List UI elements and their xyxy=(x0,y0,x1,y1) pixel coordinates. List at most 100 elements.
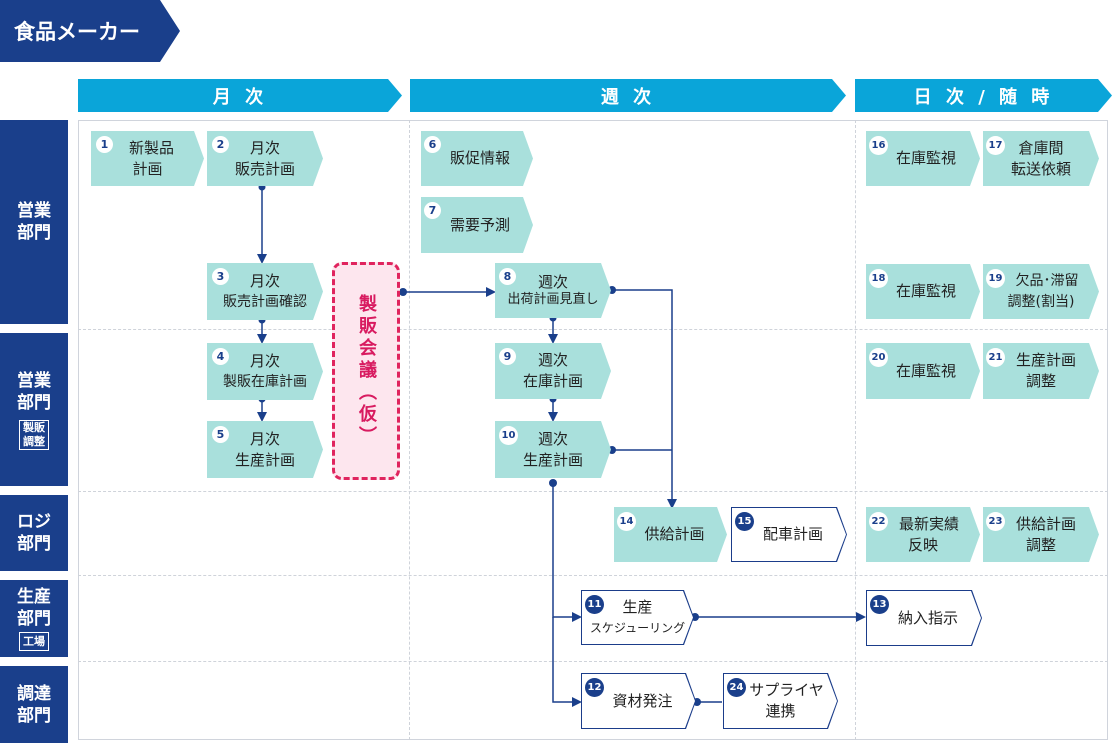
step-number-14: 14 xyxy=(617,512,636,531)
process-10-line1: 週次 xyxy=(537,429,568,448)
process-16-inventory-monitoring[interactable]: 16 在庫監視 xyxy=(866,131,980,186)
process-22-latest-actuals[interactable]: 22 最新実績 反映 xyxy=(866,507,980,562)
dept-sales2-tag2: 調整 xyxy=(23,434,45,448)
phase-daily-label: 日 次 / 随 時 xyxy=(913,86,1054,108)
process-13-delivery-instruction[interactable]: 13 納入指示 xyxy=(866,590,982,646)
dept-prod-line1: 生産 xyxy=(17,587,51,607)
step-number-1: 1 xyxy=(96,136,113,153)
process-14-supply-plan[interactable]: 14 供給計画 xyxy=(614,507,727,562)
dept-sales2-line1: 営業 xyxy=(17,370,51,391)
step-number-23: 23 xyxy=(986,512,1005,531)
process-2-line2: 販売計画 xyxy=(234,159,295,178)
step-number-8: 8 xyxy=(499,268,516,285)
process-23-supply-plan-adjustment[interactable]: 23 供給計画 調整 xyxy=(983,507,1099,562)
process-11-line2: スケジューリング xyxy=(589,620,686,635)
process-5-line1: 月次 xyxy=(249,429,280,448)
step-number-7: 7 xyxy=(424,202,441,219)
step-number-21: 21 xyxy=(986,348,1005,367)
process-8-line2: 出荷計画見直し xyxy=(507,291,599,307)
step-number-12: 12 xyxy=(585,678,604,697)
process-14-line1: 供給計画 xyxy=(644,525,705,543)
process-17-line1: 倉庫間 xyxy=(1018,138,1064,157)
process-2-monthly-sales-plan[interactable]: 2 月次 販売計画 xyxy=(207,131,323,186)
dept-proc-line1: 調達 xyxy=(17,683,51,704)
company-banner: 食品メーカー xyxy=(0,0,180,62)
process-4-line2: 製販在庫計画 xyxy=(223,373,307,390)
phase-daily: 日 次 / 随 時 xyxy=(855,79,1112,112)
dept-prod-line2: 部門 xyxy=(17,609,51,629)
process-18-inventory-monitoring[interactable]: 18 在庫監視 xyxy=(866,264,980,319)
dept-sales-line2: 部門 xyxy=(17,223,51,243)
process-15-dispatch-plan[interactable]: 15 配車計画 xyxy=(731,507,847,562)
process-21-line1: 生産計画 xyxy=(1015,351,1076,369)
step-number-15: 15 xyxy=(735,512,754,531)
step-number-16: 16 xyxy=(869,136,888,155)
process-12-material-order[interactable]: 12 資材発注 xyxy=(581,673,696,729)
process-7-demand-forecast[interactable]: 7 需要予測 xyxy=(421,197,533,253)
process-7-line1: 需要予測 xyxy=(449,215,510,234)
phase-weekly-label: 週 次 xyxy=(600,86,656,108)
grid-row-divider-3 xyxy=(78,575,1108,576)
process-15-inner: 15 配車計画 xyxy=(732,508,846,561)
step-number-17: 17 xyxy=(986,136,1005,155)
process-11-line1: 生産 xyxy=(622,597,653,616)
step-number-22: 22 xyxy=(869,512,888,531)
process-1-line2: 計画 xyxy=(132,159,163,178)
dept-sales-line1: 営業 xyxy=(17,201,51,221)
process-1-new-product-plan[interactable]: 1 新製品 計画 xyxy=(91,131,204,186)
dept-prod-tag: 工場 xyxy=(19,632,49,651)
process-10-line2: 生産計画 xyxy=(522,450,583,469)
process-21-production-plan-adjustment[interactable]: 21 生産計画 調整 xyxy=(983,343,1099,399)
process-3-monthly-sales-plan-review[interactable]: 3 月次 販売計画確認 xyxy=(207,263,323,320)
grid-row-divider-2 xyxy=(78,491,1108,492)
process-11-production-scheduling[interactable]: 11 生産 スケジューリング xyxy=(581,590,694,645)
dept-logi-line2: 部門 xyxy=(17,534,51,554)
phase-monthly-label: 月 次 xyxy=(212,86,268,108)
process-4-monthly-inventory-plan[interactable]: 4 月次 製販在庫計画 xyxy=(207,343,323,400)
step-number-19: 19 xyxy=(986,269,1005,288)
process-8-weekly-shipment-review[interactable]: 8 週次 出荷計画見直し xyxy=(495,263,611,318)
grid-frame xyxy=(78,120,1108,740)
process-17-line2: 転送依頼 xyxy=(1010,159,1071,178)
phase-weekly: 週 次 xyxy=(410,79,846,112)
dept-sales2-line2: 部門 xyxy=(17,392,51,413)
process-10-weekly-production-plan[interactable]: 10 週次 生産計画 xyxy=(495,421,611,478)
process-8-line1: 週次 xyxy=(537,272,568,291)
dept-proc-line2: 部門 xyxy=(17,705,51,726)
process-23-line2: 調整 xyxy=(1025,535,1056,554)
process-6-promotion-info[interactable]: 6 販促情報 xyxy=(421,131,533,186)
process-11-inner: 11 生産 スケジューリング xyxy=(582,591,693,644)
process-24-supplier-coordination[interactable]: 24 サプライヤ 連携 xyxy=(723,673,838,729)
step-number-10: 10 xyxy=(499,426,518,445)
step-number-24: 24 xyxy=(727,678,746,697)
step-number-6: 6 xyxy=(424,136,441,153)
process-9-line1: 週次 xyxy=(537,351,568,369)
process-12-line1: 資材発注 xyxy=(612,691,673,710)
process-22-line1: 最新実績 xyxy=(898,514,959,533)
step-number-4: 4 xyxy=(212,348,229,365)
dept-procurement: 調達 部門 xyxy=(0,666,68,743)
dept-production: 生産 部門 工場 xyxy=(0,580,68,657)
grid-divider-daily xyxy=(855,120,856,740)
phase-monthly: 月 次 xyxy=(78,79,402,112)
process-9-line2: 在庫計画 xyxy=(522,372,583,390)
process-5-monthly-production-plan[interactable]: 5 月次 生産計画 xyxy=(207,421,323,478)
process-22-line2: 反映 xyxy=(907,535,938,554)
step-number-5: 5 xyxy=(212,426,229,443)
grid-divider-weekly xyxy=(409,120,410,740)
process-19-line2: 調整(割当) xyxy=(1007,293,1075,310)
grid-row-divider-4 xyxy=(78,661,1108,662)
process-9-weekly-inventory-plan[interactable]: 9 週次 在庫計画 xyxy=(495,343,611,399)
process-23-line1: 供給計画 xyxy=(1015,514,1076,533)
process-20-inventory-monitoring[interactable]: 20 在庫監視 xyxy=(866,343,980,399)
process-24-line1: サプライヤ xyxy=(749,681,824,699)
step-number-11: 11 xyxy=(585,595,604,614)
process-17-warehouse-transfer-request[interactable]: 17 倉庫間 転送依頼 xyxy=(983,131,1099,186)
process-1-line1: 新製品 xyxy=(128,138,174,157)
process-6-line1: 販促情報 xyxy=(449,149,510,167)
process-19-shortage-allocation[interactable]: 19 欠品･滞留 調整(割当) xyxy=(983,264,1099,319)
sales-production-meeting[interactable]: 製販会議（仮） xyxy=(332,262,400,480)
process-4-line1: 月次 xyxy=(249,351,280,370)
meeting-label: 製販会議（仮） xyxy=(356,294,377,448)
process-3-line2: 販売計画確認 xyxy=(223,293,307,310)
